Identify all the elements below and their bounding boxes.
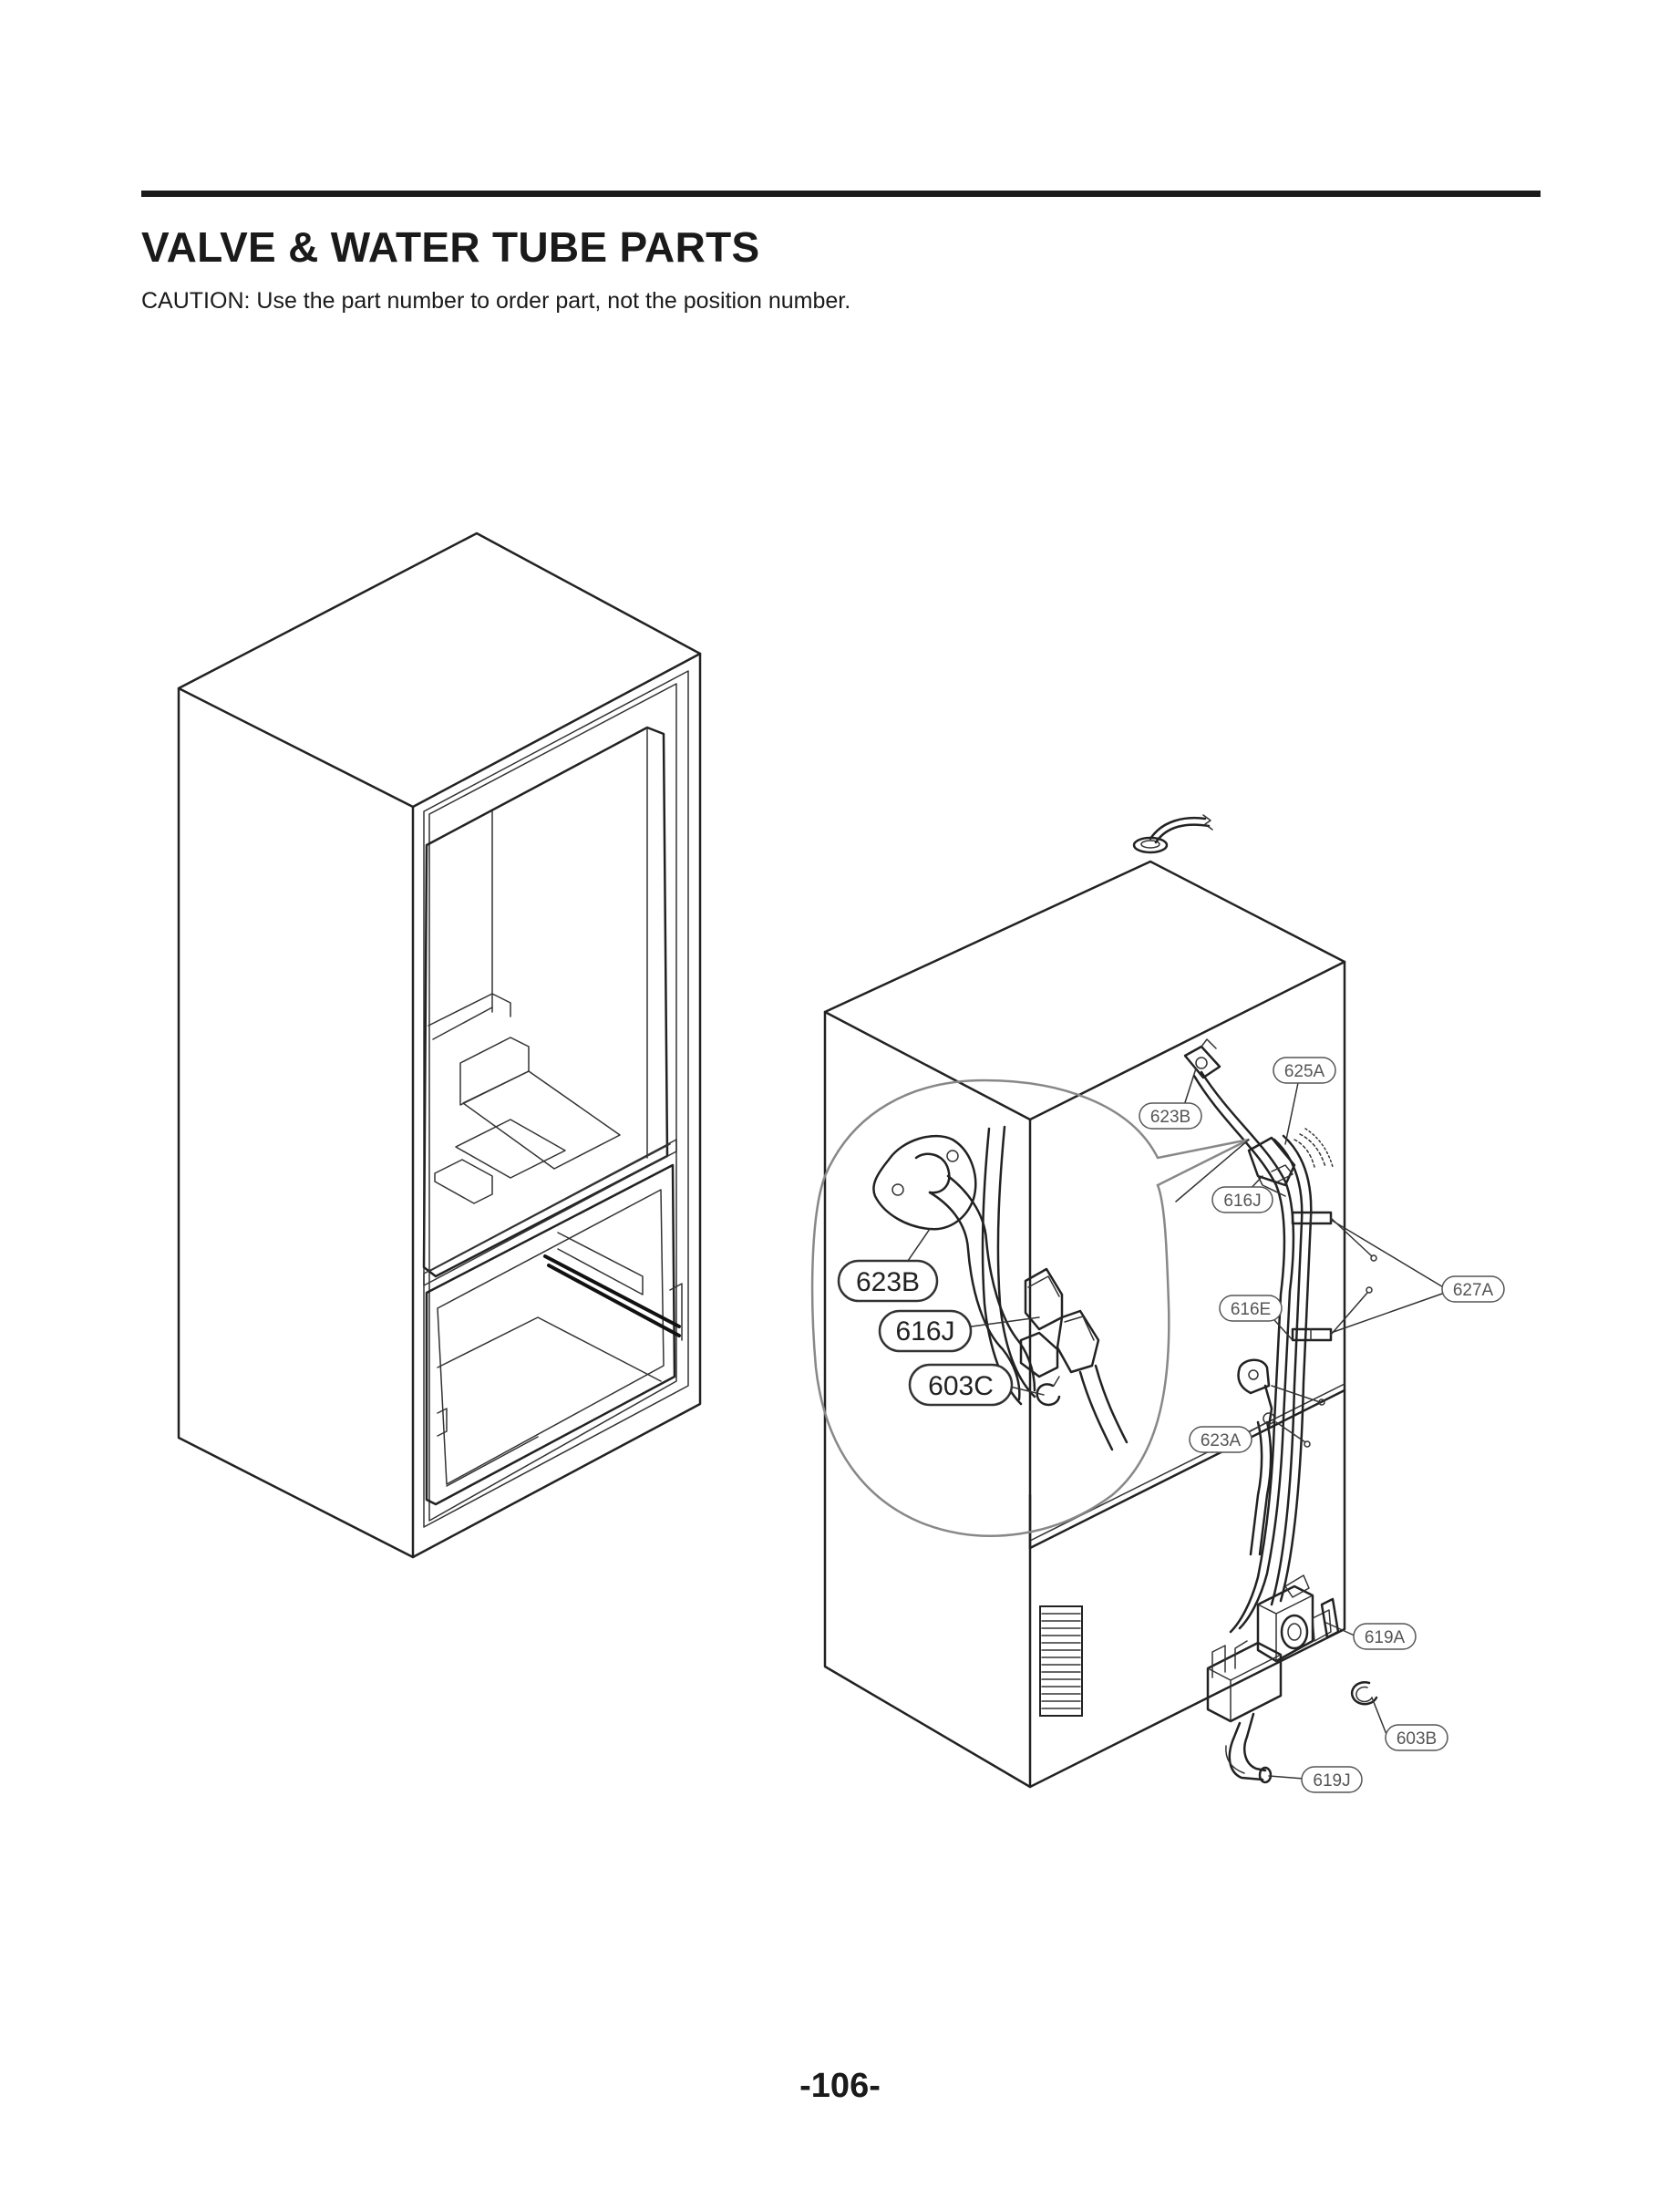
- svg-text:623B: 623B: [856, 1267, 920, 1297]
- svg-text:603C: 603C: [928, 1371, 994, 1401]
- callout-623B-zoom: 623B: [837, 1259, 939, 1303]
- pipe-619J: [1225, 1712, 1273, 1784]
- clamp-ring-603B: [1350, 1681, 1378, 1706]
- svg-text:627A: 627A: [1453, 1281, 1494, 1300]
- callout-616J-zoom: 616J: [878, 1309, 973, 1353]
- callout-619J: 619J: [1301, 1766, 1363, 1793]
- tube-clips-627A: [1291, 1211, 1377, 1342]
- callout-616J: 616J: [1211, 1186, 1273, 1213]
- callout-623A: 623A: [1189, 1426, 1252, 1453]
- fitting-623B: [1183, 1038, 1221, 1079]
- leader-lines: [887, 1068, 1446, 1780]
- vent-grille: [1039, 1605, 1083, 1717]
- svg-text:619A: 619A: [1365, 1628, 1406, 1647]
- caution-note: CAUTION: Use the part number to order pa…: [141, 288, 851, 314]
- callout-619A: 619A: [1353, 1623, 1417, 1650]
- water-tubes: [1192, 1070, 1313, 1634]
- fitting-623A: [1237, 1358, 1325, 1448]
- valve-assembly-619A: [1206, 1574, 1340, 1723]
- svg-text:603B: 603B: [1397, 1729, 1437, 1749]
- callout-625A: 625A: [1273, 1057, 1336, 1084]
- cabinet-back-view: [810, 814, 1378, 1789]
- page-title: VALVE & WATER TUBE PARTS: [141, 223, 760, 271]
- svg-text:616J: 616J: [1223, 1192, 1261, 1211]
- svg-text:616E: 616E: [1231, 1300, 1271, 1319]
- svg-text:623B: 623B: [1150, 1108, 1190, 1127]
- callout-616E: 616E: [1219, 1295, 1283, 1322]
- page-number: -106-: [799, 2067, 881, 2105]
- svg-text:616J: 616J: [895, 1316, 954, 1347]
- svg-text:625A: 625A: [1284, 1062, 1325, 1081]
- callout-627A: 627A: [1441, 1275, 1505, 1303]
- callout-603B: 603B: [1385, 1724, 1448, 1751]
- svg-text:619J: 619J: [1313, 1771, 1350, 1791]
- cabinet-front-view: [177, 532, 702, 1559]
- svg-text:623A: 623A: [1201, 1431, 1242, 1450]
- header-rule: [141, 191, 1541, 197]
- callout-623B: 623B: [1139, 1102, 1202, 1130]
- callout-603C-zoom: 603C: [908, 1363, 1014, 1407]
